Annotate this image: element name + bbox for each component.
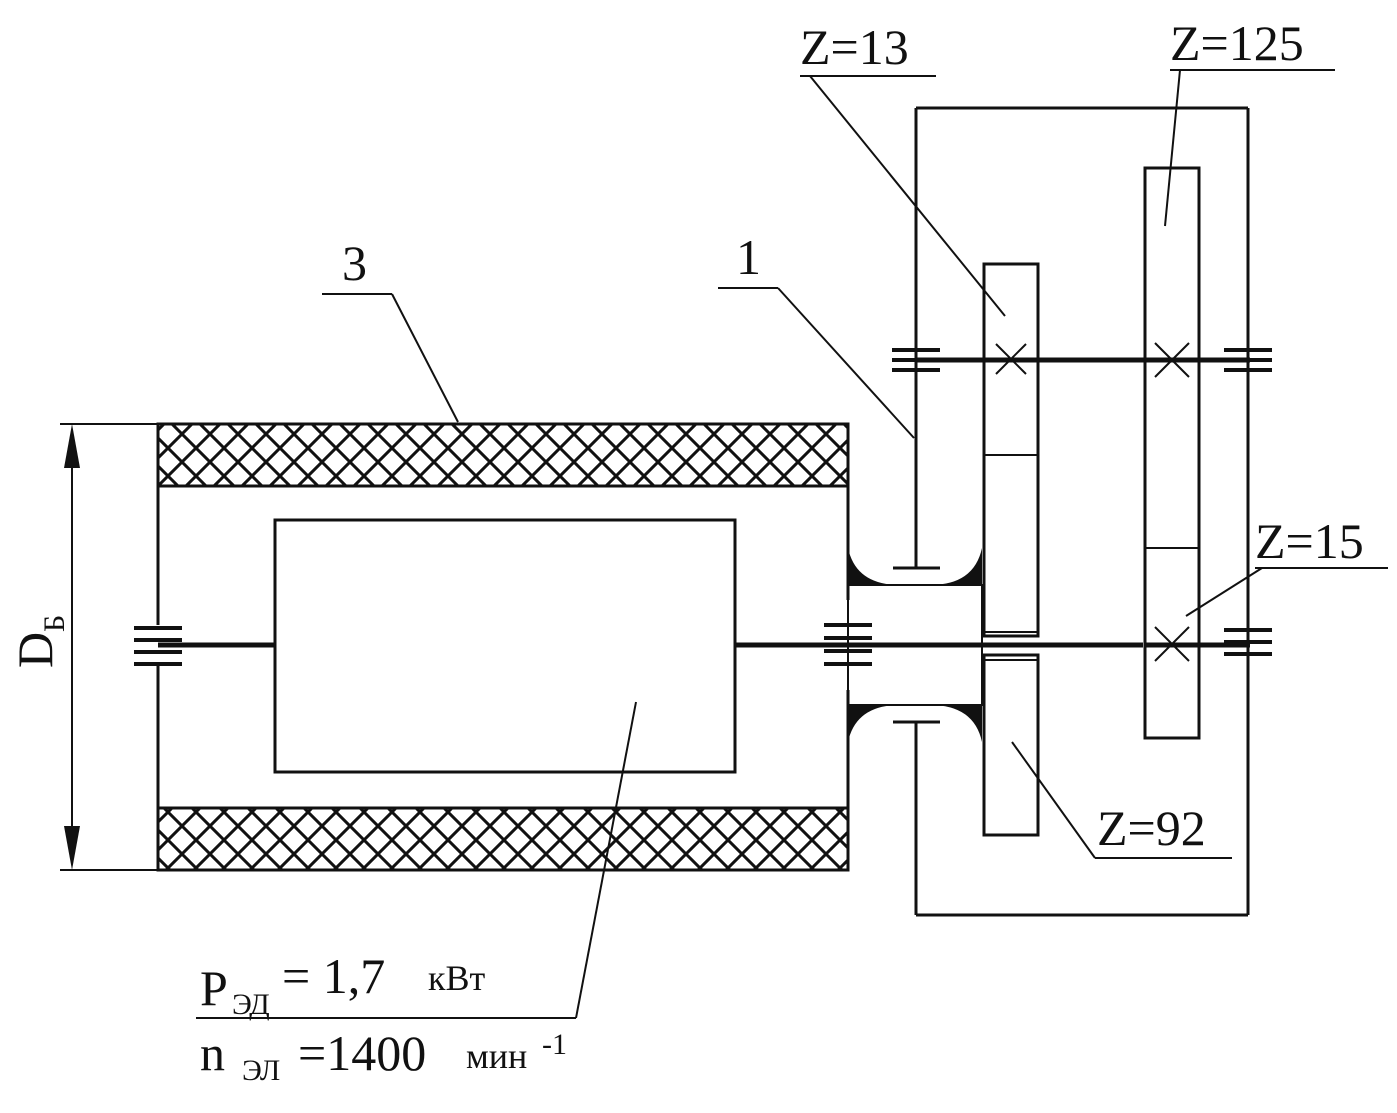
svg-text:ЭЛ: ЭЛ bbox=[242, 1054, 280, 1087]
gear-z125 bbox=[1143, 166, 1201, 740]
svg-text:ЭД: ЭД bbox=[232, 988, 270, 1021]
bearing-left bbox=[134, 626, 182, 666]
gear-z15 bbox=[1145, 626, 1199, 662]
label-z125: Z=125 bbox=[1170, 15, 1304, 71]
drum-winding-bottom bbox=[156, 806, 850, 872]
svg-text:n: n bbox=[200, 1025, 225, 1081]
gear-z13 bbox=[982, 262, 1040, 638]
label-item-3: 3 bbox=[342, 235, 367, 291]
gearbox-housing bbox=[893, 106, 1250, 917]
bearing-drum-right bbox=[824, 623, 872, 666]
svg-text:-1: -1 bbox=[542, 1028, 567, 1061]
label-z15: Z=15 bbox=[1255, 513, 1364, 569]
diameter-dimension: D Б bbox=[7, 423, 158, 871]
motor-power-label: P ЭД = 1,7 кВт bbox=[200, 948, 486, 1021]
label-item-1: 1 bbox=[736, 229, 761, 285]
main-shaft bbox=[158, 548, 1250, 742]
bearing-lower-right bbox=[1224, 628, 1272, 656]
svg-text:=1400: =1400 bbox=[298, 1025, 426, 1081]
label-z13: Z=13 bbox=[800, 19, 909, 75]
svg-text:P: P bbox=[200, 960, 228, 1016]
drum-winding-top bbox=[156, 422, 850, 488]
drum bbox=[156, 422, 850, 872]
label-z92: Z=92 bbox=[1097, 800, 1206, 856]
diameter-label: D bbox=[7, 632, 63, 668]
arrow-down-icon bbox=[64, 826, 80, 870]
svg-text:мин: мин bbox=[466, 1036, 527, 1076]
svg-text:= 1,7: = 1,7 bbox=[282, 948, 385, 1004]
electric-motor bbox=[273, 518, 737, 774]
motor-speed-label: n ЭЛ =1400 мин -1 bbox=[200, 1025, 567, 1087]
svg-text:кВт: кВт bbox=[428, 958, 486, 998]
gear-z92 bbox=[982, 653, 1040, 837]
arrow-up-icon bbox=[64, 424, 80, 468]
diameter-subscript: Б bbox=[38, 615, 71, 632]
